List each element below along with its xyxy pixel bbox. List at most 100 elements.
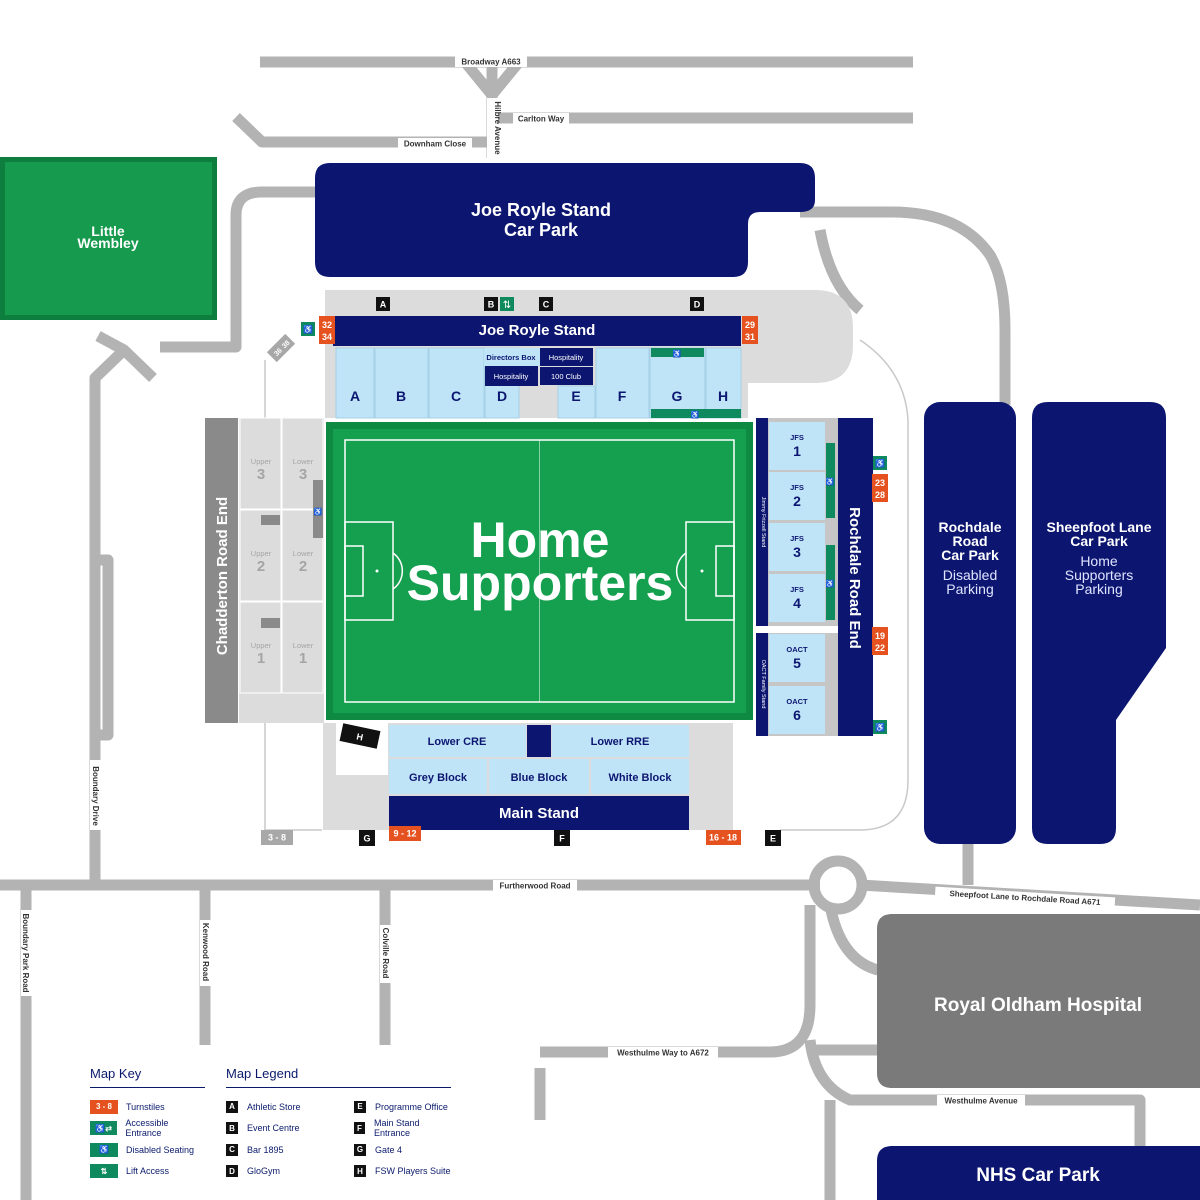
map-legend-label: GloGym bbox=[247, 1166, 281, 1177]
little-wembley-line2: Wembley bbox=[77, 235, 138, 251]
rochdale-block-jfs-4[interactable] bbox=[769, 574, 825, 622]
marker-a-label: A bbox=[380, 300, 387, 310]
turnstile-23-28-bottom: 28 bbox=[875, 490, 885, 500]
chadderton-block-upper-2[interactable] bbox=[239, 509, 282, 602]
rochdale-block-oact-5[interactable] bbox=[769, 634, 825, 682]
royal-oldham-hospital: Royal Oldham Hospital bbox=[877, 914, 1200, 1088]
marker-e-label: E bbox=[770, 834, 776, 844]
marker-d[interactable] bbox=[690, 297, 704, 311]
marker-a[interactable] bbox=[376, 297, 390, 311]
turnstile-9-12-label: 9 - 12 bbox=[393, 829, 416, 839]
chadderton-block-lower-1[interactable] bbox=[281, 601, 324, 694]
road-label-colville: Colville Road bbox=[381, 928, 390, 979]
map-legend-label: Bar 1895 bbox=[247, 1144, 284, 1155]
road-label-downham: Downham Close bbox=[404, 140, 467, 149]
club-100-box bbox=[540, 367, 593, 385]
white-block-label: White Block bbox=[609, 772, 673, 784]
rochdale-block-jfs-1[interactable] bbox=[769, 422, 825, 470]
jr-block-c[interactable] bbox=[428, 347, 485, 419]
joe-royle-stand-title: Joe Royle Stand bbox=[479, 322, 596, 339]
rr-disabled-strip-1 bbox=[826, 443, 835, 518]
main-stand: Lower CRE Lower RRE Grey Block Blue Bloc… bbox=[323, 723, 733, 830]
turnstile-19-22[interactable] bbox=[872, 627, 888, 655]
chadderton-disabled-icon: ♿ bbox=[314, 507, 323, 516]
marker-h[interactable] bbox=[339, 723, 381, 749]
road-label-boundary-park: Boundary Park Road bbox=[21, 913, 30, 992]
rochdale-cp-title-3: Car Park bbox=[941, 547, 999, 563]
pitch-label-line2: Supporters bbox=[407, 555, 674, 611]
turnstile-23-28[interactable] bbox=[872, 474, 888, 502]
turnstile-16-18[interactable] bbox=[706, 830, 741, 845]
rochdale-block-tier: JFS bbox=[790, 534, 804, 543]
marker-g-label: G bbox=[363, 834, 370, 844]
turnstile-3-8-label: 3 - 8 bbox=[268, 833, 286, 843]
turnstile-29-31[interactable] bbox=[742, 316, 758, 344]
jr-car-park-line1: Joe Royle Stand bbox=[471, 200, 611, 220]
blue-block[interactable] bbox=[489, 759, 589, 794]
accessible-entrance-icon[interactable] bbox=[301, 322, 315, 336]
legend-letter-badge: H bbox=[354, 1165, 366, 1178]
map-key-row: ♿⇄Accessible Entrance bbox=[90, 1118, 205, 1140]
white-block[interactable] bbox=[591, 759, 689, 794]
accessible-entrance-icon[interactable] bbox=[873, 456, 887, 470]
grey-block[interactable] bbox=[389, 759, 487, 794]
marker-e[interactable] bbox=[765, 830, 781, 846]
jr-block-g[interactable] bbox=[649, 347, 706, 419]
road-label-boundary-drive: Boundary Drive bbox=[91, 766, 100, 826]
jr-block-label-b: B bbox=[396, 388, 406, 404]
chadderton-block-upper-3[interactable] bbox=[239, 417, 282, 510]
turnstile-36-38[interactable] bbox=[266, 333, 296, 363]
rochdale-cp-title-1: Rochdale bbox=[938, 519, 1001, 535]
turnstile-9-12[interactable] bbox=[389, 826, 421, 841]
rochdale-road-car-park: Rochdale Road Car Park Disabled Parking bbox=[924, 402, 1016, 844]
map-key-label: Disabled Seating bbox=[126, 1144, 195, 1155]
sheepfoot-cp-sub-1: Home bbox=[1080, 553, 1118, 569]
road-label-furtherwood: Furtherwood Road bbox=[499, 882, 570, 891]
marker-b[interactable] bbox=[484, 297, 498, 311]
marker-c[interactable] bbox=[539, 297, 553, 311]
jr-block-b[interactable] bbox=[374, 347, 429, 419]
marker-g[interactable] bbox=[359, 830, 375, 846]
jr-block-f[interactable] bbox=[595, 347, 650, 419]
jr-block-label-f: F bbox=[618, 388, 627, 404]
road-label-broadway: Broadway A663 bbox=[461, 58, 521, 67]
accessible-entrance-icon[interactable] bbox=[873, 720, 887, 734]
lower-cre-block[interactable] bbox=[389, 725, 526, 757]
jr-block-a[interactable] bbox=[335, 347, 375, 419]
jr-disabled-icon-top: ♿ bbox=[673, 349, 682, 358]
hospital-label: Royal Oldham Hospital bbox=[934, 995, 1142, 1016]
rochdale-block-oact-6[interactable] bbox=[769, 686, 825, 734]
map-key-label: Turnstiles bbox=[126, 1101, 165, 1112]
rochdale-block-num: 2 bbox=[793, 493, 801, 509]
marker-f[interactable] bbox=[554, 830, 570, 846]
chadderton-block-num: 2 bbox=[299, 558, 307, 575]
rochdale-block-num: 3 bbox=[793, 544, 801, 560]
map-legend-label: Programme Office bbox=[375, 1101, 448, 1112]
road-westhulme-way bbox=[540, 905, 816, 1058]
map-legend-label: Athletic Store bbox=[247, 1101, 301, 1112]
sheepfoot-cp-title-1: Sheepfoot Lane bbox=[1046, 519, 1151, 535]
map-key-label: Accessible Entrance bbox=[125, 1118, 169, 1139]
rochdale-block-jfs-2[interactable] bbox=[769, 472, 825, 520]
rochdale-block-num: 6 bbox=[793, 707, 801, 723]
lower-rre-block[interactable] bbox=[552, 725, 689, 757]
rochdale-block-jfs-3[interactable] bbox=[769, 523, 825, 571]
jr-disabled-row-top bbox=[651, 348, 704, 357]
lift-access-icon[interactable] bbox=[500, 297, 514, 311]
chadderton-stair-1 bbox=[261, 515, 280, 525]
map-key-title: Map Key bbox=[90, 1066, 142, 1081]
chadderton-title: Chadderton Road End bbox=[214, 497, 231, 655]
turnstile-29-31-bottom: 31 bbox=[745, 332, 755, 342]
jr-block-e[interactable] bbox=[557, 385, 596, 419]
accessible-entrances: ♿ ♿ ♿ ⇅ bbox=[301, 297, 887, 734]
jr-block-h[interactable] bbox=[705, 347, 742, 419]
chadderton-block-tier: Upper bbox=[251, 641, 272, 650]
chadderton-block-upper-1[interactable] bbox=[239, 601, 282, 694]
turnstile-32-34[interactable] bbox=[319, 316, 335, 344]
turnstile-3-8[interactable] bbox=[261, 830, 293, 845]
